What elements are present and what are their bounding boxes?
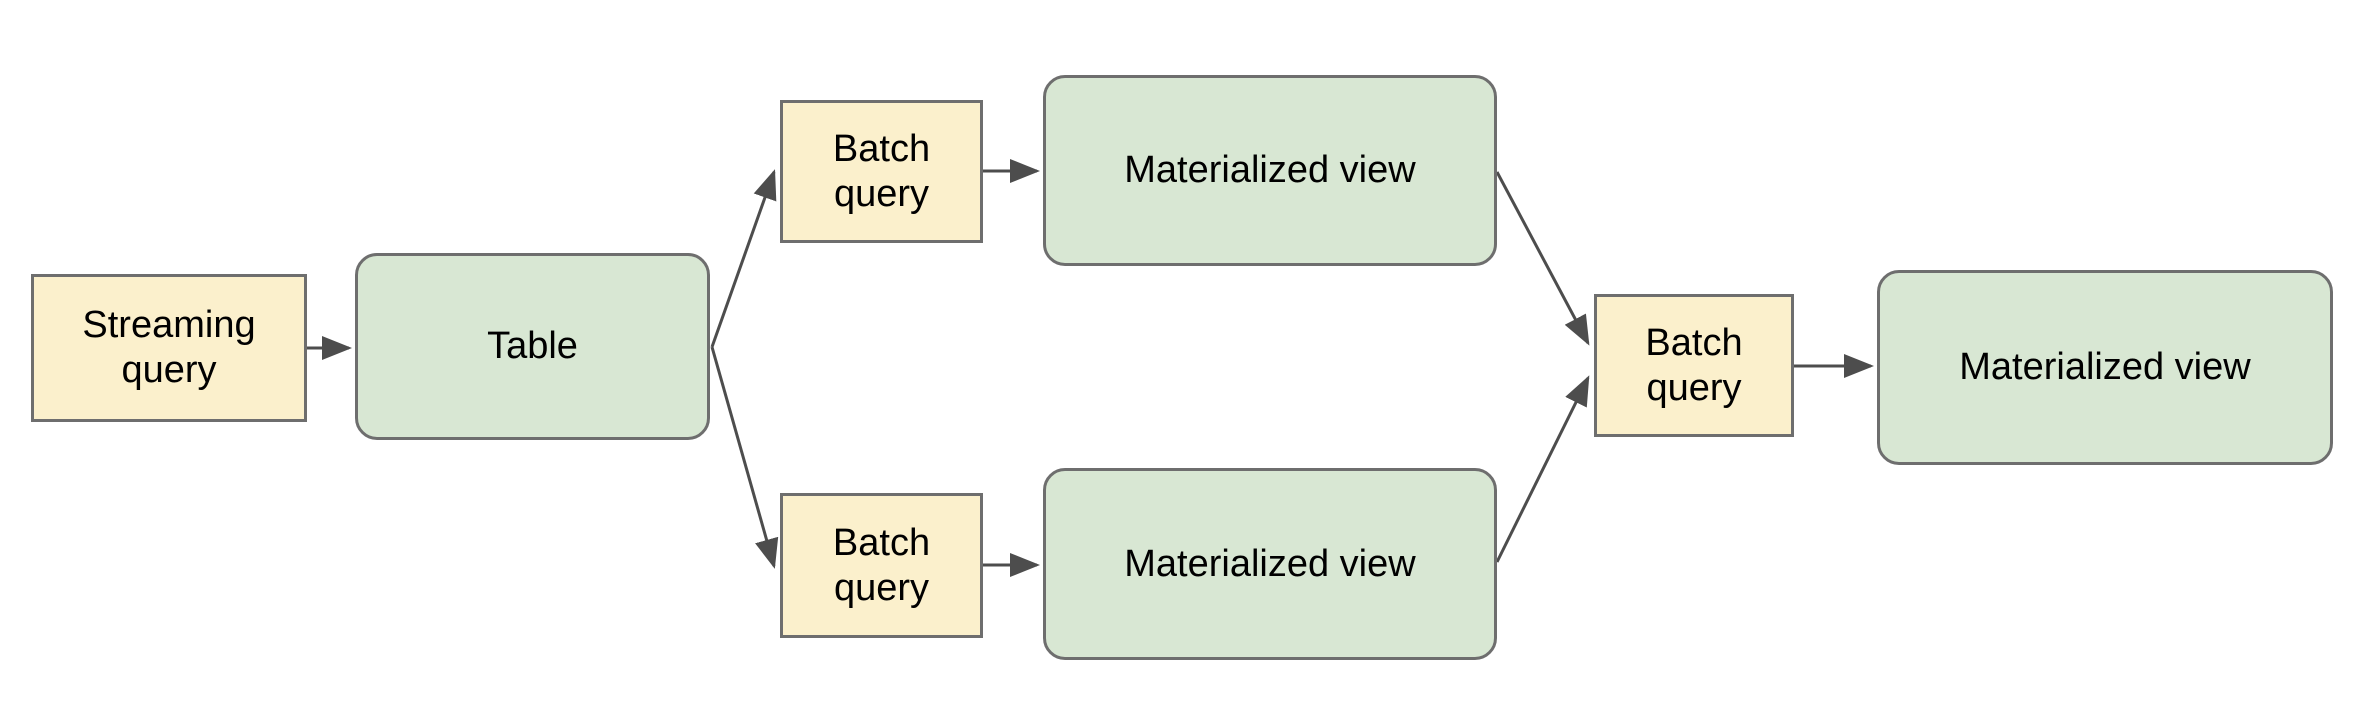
node-label: Table [487, 325, 578, 368]
edge-table-to-batch-query-bottom [710, 346, 779, 569]
node-label: Batch query [1645, 321, 1743, 409]
node-label: Batch query [832, 521, 931, 609]
node-batch-query-bottom[interactable]: Batch query [780, 493, 983, 638]
node-label: Materialized view [1959, 346, 2251, 389]
edge-materialized-view-top-to-batch-query-center [1495, 171, 1590, 346]
node-table[interactable]: Table [355, 253, 710, 440]
edge-table-to-batch-query-top [710, 169, 777, 348]
edge-materialized-view-bottom-to-batch-query-center [1495, 375, 1590, 563]
node-label: Materialized view [1124, 149, 1416, 192]
node-batch-query-center[interactable]: Batch query [1594, 294, 1794, 437]
node-materialized-view-top[interactable]: Materialized view [1043, 75, 1497, 266]
node-materialized-view-bottom[interactable]: Materialized view [1043, 468, 1497, 660]
node-batch-query-top[interactable]: Batch query [780, 100, 983, 243]
node-streaming-query[interactable]: Streaming query [31, 274, 307, 422]
node-label: Streaming query [82, 304, 256, 391]
node-label: Materialized view [1124, 542, 1416, 585]
node-materialized-view-final[interactable]: Materialized view [1877, 270, 2333, 465]
node-label: Batch query [832, 127, 931, 215]
